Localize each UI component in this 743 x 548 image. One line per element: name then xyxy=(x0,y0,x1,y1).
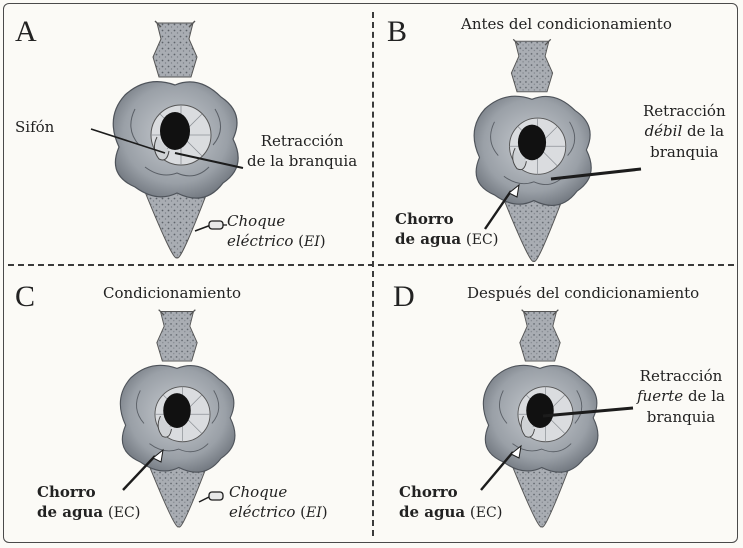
panel-b: B Antes del condicionamiento Retracción … xyxy=(373,3,743,265)
water-jet-label-c: Chorro de agua (EC) xyxy=(37,482,141,523)
panel-letter-d: D xyxy=(393,282,415,312)
shock-label-a: Choque eléctrico (EI) xyxy=(227,211,326,252)
shock-label-c: Choque eléctrico (EI) xyxy=(229,482,328,523)
gill-retraction-label-b: Retracción débil de la branquia xyxy=(643,101,726,162)
panel-c: C Condicionamiento Chorro de agua (EC) C… xyxy=(3,266,373,528)
panel-letter-c: C xyxy=(15,282,35,312)
panel-letter-a: A xyxy=(15,17,37,47)
gill-retraction-label-d: Retracción fuerte de la branquia xyxy=(637,366,725,427)
gill-retraction-label-a: Retracción de la branquia xyxy=(247,131,357,172)
panel-letter-b: B xyxy=(387,17,407,47)
panel-title-c: Condicionamiento xyxy=(103,284,241,302)
water-jet-label-d: Chorro de agua (EC) xyxy=(399,482,503,523)
panel-title-d: Después del condicionamiento xyxy=(467,284,699,302)
water-jet-label-b: Chorro de agua (EC) xyxy=(395,209,499,250)
panel-title-b: Antes del condicionamiento xyxy=(461,15,672,33)
panel-a: A Sifón Retracción de la branquia Choque… xyxy=(3,3,373,265)
panel-d: D Después del condicionamiento Retracció… xyxy=(373,266,743,528)
siphon-label: Sifón xyxy=(15,117,54,137)
